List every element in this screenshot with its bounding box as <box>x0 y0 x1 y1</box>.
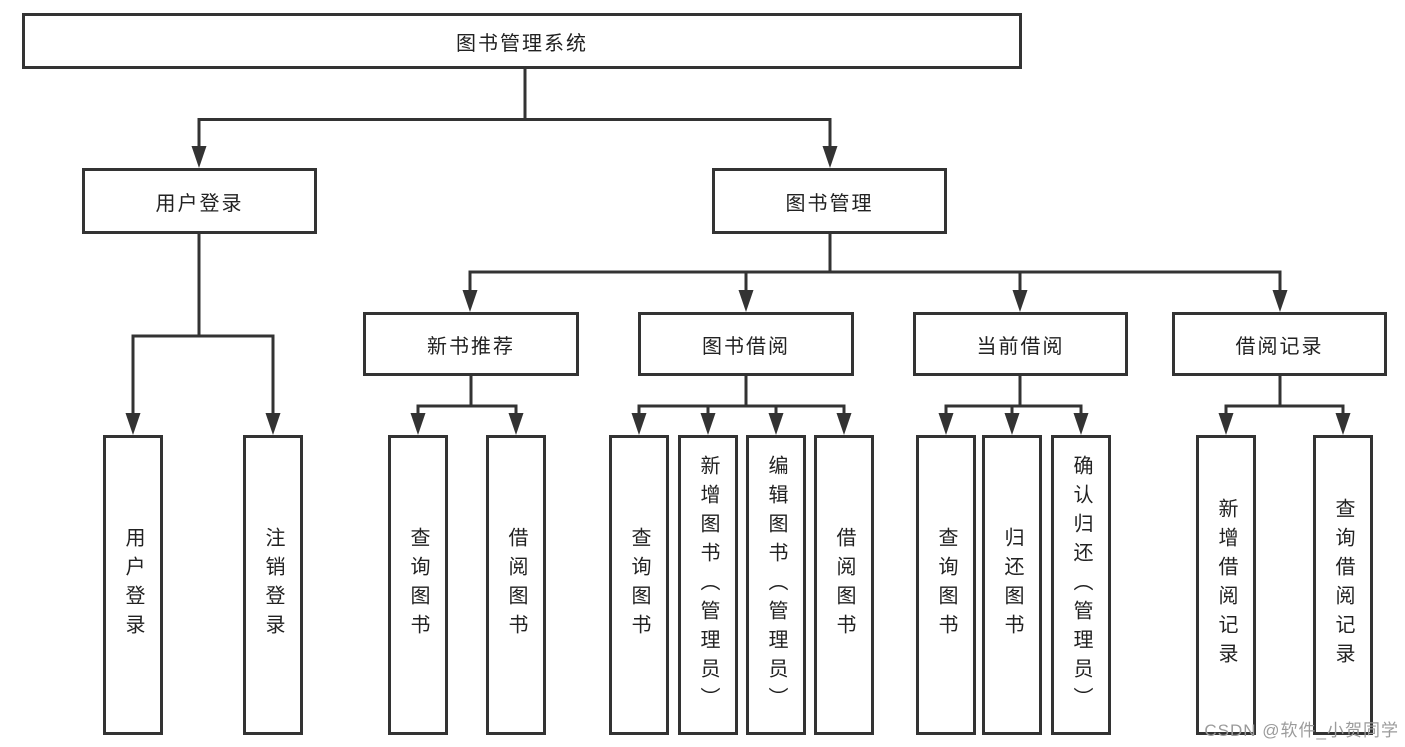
node-current-borrowing: 当前借阅 <box>913 312 1128 376</box>
node-new-books: 新书推荐 <box>363 312 579 376</box>
leaf-newbooks-query-books: 查询图书 <box>388 435 448 735</box>
node-borrowing-records: 借阅记录 <box>1172 312 1387 376</box>
node-book-borrowing: 图书借阅 <box>638 312 854 376</box>
node-user-login: 用户登录 <box>82 168 317 234</box>
leaf-records-query-record: 查询借阅记录 <box>1313 435 1373 735</box>
leaf-borrowing-query-books: 查询图书 <box>609 435 669 735</box>
leaf-current-return-books: 归还图书 <box>982 435 1042 735</box>
leaf-logout: 注销登录 <box>243 435 303 735</box>
leaf-current-query-books: 查询图书 <box>916 435 976 735</box>
leaf-borrowing-borrow-books: 借阅图书 <box>814 435 874 735</box>
node-book-management: 图书管理 <box>712 168 947 234</box>
node-root-system: 图书管理系统 <box>22 13 1022 69</box>
leaf-newbooks-borrow-books: 借阅图书 <box>486 435 546 735</box>
leaf-borrowing-add-books-admin: 新增图书（管理员） <box>678 435 738 735</box>
leaf-user-login: 用户登录 <box>103 435 163 735</box>
leaf-records-add-record: 新增借阅记录 <box>1196 435 1256 735</box>
leaf-borrowing-edit-books-admin: 编辑图书（管理员） <box>746 435 806 735</box>
leaf-current-confirm-return-admin: 确认归还（管理员） <box>1051 435 1111 735</box>
